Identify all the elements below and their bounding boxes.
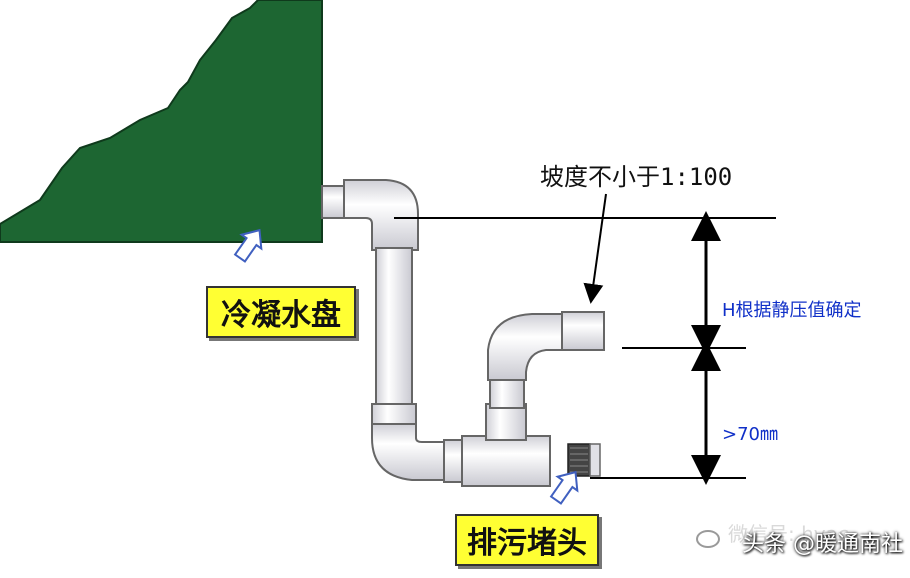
watermark-faint: 微信号: hvac bbox=[728, 522, 849, 546]
arrow-icon bbox=[549, 470, 579, 505]
watermark: 头条 @暖通南社 bbox=[742, 532, 903, 557]
slope-arrow bbox=[583, 193, 607, 304]
pipe-outlet bbox=[561, 311, 605, 351]
drain-plug-end bbox=[589, 443, 601, 477]
label-gt70: >70㎜ bbox=[722, 424, 778, 445]
watermark-icon bbox=[696, 530, 720, 548]
arrow-icon bbox=[233, 228, 263, 263]
tee-fitting bbox=[461, 435, 551, 487]
pipe-socket bbox=[371, 403, 417, 427]
pipe-elbow-bottom bbox=[371, 423, 447, 481]
condensate-pan bbox=[0, 0, 323, 243]
label-condensate-pan: 冷凝水盘 bbox=[206, 286, 356, 338]
pipe-elbow-top bbox=[343, 179, 419, 251]
pipe-elbow-upper bbox=[487, 313, 567, 381]
label-drain-plug: 排污堵头 bbox=[455, 514, 599, 566]
pipe-riser bbox=[489, 377, 525, 409]
label-h: H根据静压值确定 bbox=[722, 300, 862, 321]
pipe-vertical bbox=[375, 247, 413, 413]
label-slope: 坡度不小于1:100 bbox=[540, 163, 733, 191]
tee-socket bbox=[485, 403, 527, 441]
